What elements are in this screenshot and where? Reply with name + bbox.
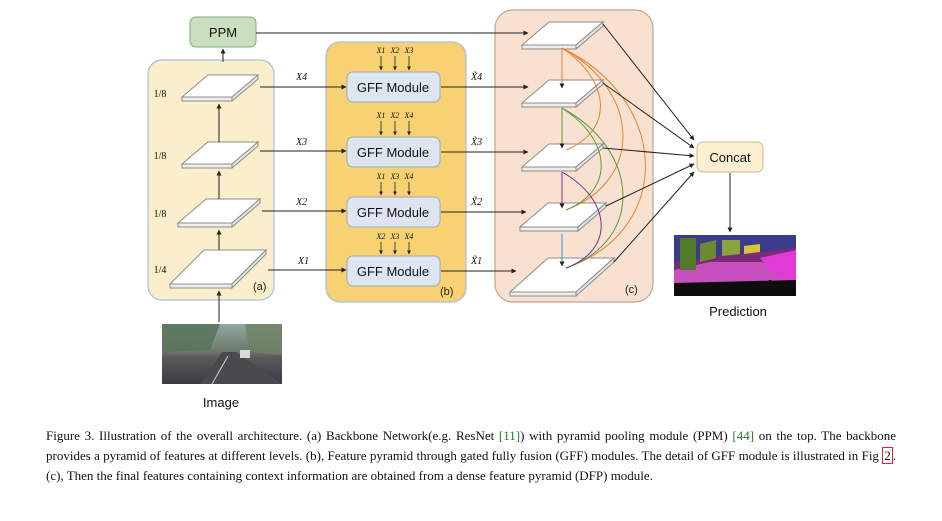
ppm-box [189, 16, 257, 48]
panel-label-b: (b) [440, 286, 453, 298]
fused-label-x3: X̃3 [470, 135, 482, 148]
gff-module-1 [346, 255, 441, 287]
gff-module-2 [346, 196, 441, 228]
gff-module-3 [346, 136, 441, 168]
dfp-features [508, 20, 616, 298]
feature-label-x3: X3 [295, 137, 307, 148]
figure-ref-link[interactable]: 2 [882, 447, 893, 464]
scale-label-x1: 1/4 [154, 265, 167, 276]
gff-panel [325, 41, 467, 303]
caption-part-4: . (c), Then the final features containin… [46, 448, 896, 483]
gate-input-4-a: X1 [376, 46, 386, 55]
scale-label-x4: 1/8 [154, 89, 167, 100]
prediction-caption: Prediction [709, 304, 767, 319]
caption-part-2: ) with pyramid pooling module (PPM) [520, 428, 733, 443]
gate-input-3-c: X4 [404, 111, 414, 120]
concat-label: Concat [709, 150, 751, 165]
ppm-label: PPM [209, 25, 237, 40]
image-caption: Image [203, 395, 239, 410]
concat-box [696, 141, 764, 173]
citation-link-44[interactable]: [44] [732, 428, 755, 443]
caption-part-1: Figure 3. Illustration of the overall ar… [46, 428, 499, 443]
gate-input-2-c: X4 [404, 172, 414, 181]
fused-label-x2: X̃2 [470, 195, 482, 208]
gate-input-4-c: X3 [404, 46, 414, 55]
prediction-map [674, 235, 796, 296]
fused-label-x4: X̃4 [470, 70, 482, 83]
feature-label-x1: X1 [297, 256, 309, 267]
backbone-features [168, 73, 268, 290]
panel-label-c: (c) [625, 284, 638, 296]
panel-label-a: (a) [253, 281, 266, 293]
gff-label-3: GFF Module [357, 145, 429, 160]
dense-connections [559, 47, 646, 269]
architecture-diagram: (a) (b) (c) PPM 1/8 1/8 1/8 1/4 X4 X3 X2… [147, 9, 796, 410]
citation-link-11[interactable]: [11] [498, 428, 521, 443]
gate-input-1-c: X4 [404, 232, 414, 241]
gate-input-2-b: X3 [390, 172, 400, 181]
gff-modules [346, 71, 441, 287]
caption-part-3: on the top. The backbone provides a pyra… [46, 428, 896, 463]
gff-label-2: GFF Module [357, 205, 429, 220]
gate-input-4-b: X2 [390, 46, 400, 55]
feature-label-x2: X2 [295, 197, 307, 208]
gate-input-3-a: X1 [376, 111, 386, 120]
gate-input-1-a: X2 [376, 232, 386, 241]
scale-label-x3: 1/8 [154, 151, 167, 162]
backbone-panel [147, 59, 275, 301]
gate-input-3-b: X2 [390, 111, 400, 120]
figure-caption: Figure 3. Illustration of the overall ar… [46, 426, 896, 486]
fused-label-x1: X̃1 [470, 254, 482, 267]
scale-label-x2: 1/8 [154, 209, 167, 220]
gate-input-1-b: X3 [390, 232, 400, 241]
feature-label-x4: X4 [295, 72, 307, 83]
gff-label-4: GFF Module [357, 80, 429, 95]
gff-module-4 [346, 71, 441, 103]
gate-input-2-a: X1 [376, 172, 386, 181]
gff-label-1: GFF Module [357, 264, 429, 279]
input-image [162, 324, 282, 385]
